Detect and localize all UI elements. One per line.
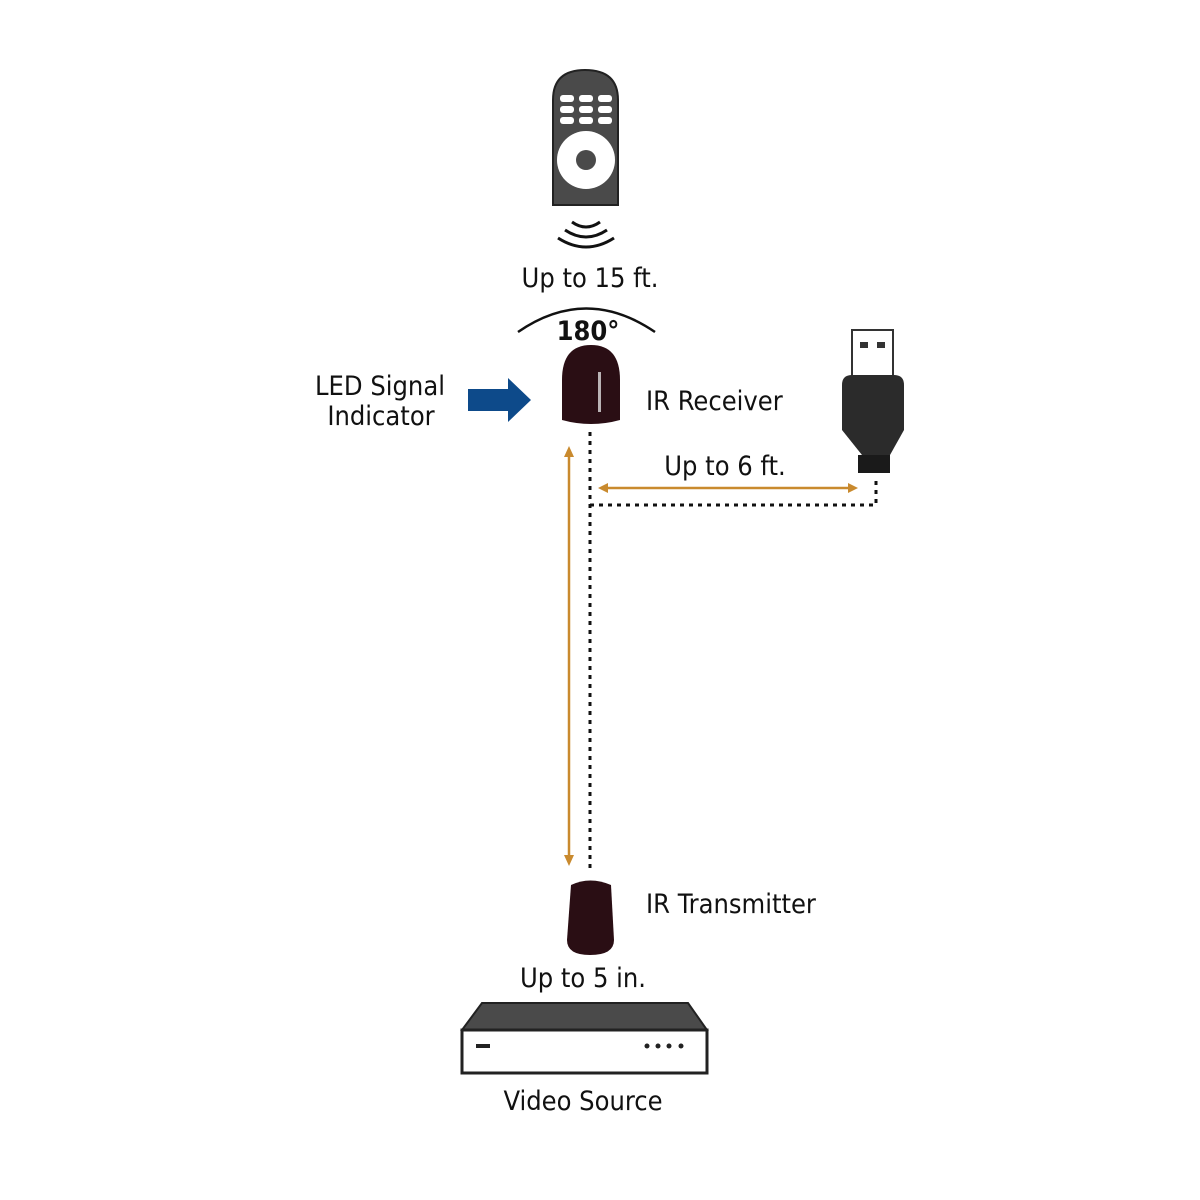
video-source-device-icon (460, 1002, 709, 1075)
ir-receiver-icon (562, 345, 620, 424)
transmitter-range-label: Up to 5 in. (520, 963, 646, 994)
usb-distance-arrow (598, 483, 858, 493)
usb-range-label: Up to 6 ft. (664, 451, 785, 482)
remote-control-icon (552, 68, 619, 206)
usb-plug-icon (842, 329, 904, 473)
ir-transmitter-icon (567, 880, 614, 955)
remote-range-label: Up to 15 ft. (522, 263, 659, 294)
led-indicator-arrow-icon (468, 378, 531, 422)
led-label-line1: LED Signal (315, 371, 445, 402)
angle-label: 180° (557, 316, 620, 347)
transmitter-label: IR Transmitter (646, 889, 816, 920)
signal-waves-icon (557, 220, 615, 249)
cable-path (588, 432, 878, 872)
receiver-label: IR Receiver (646, 386, 783, 417)
reception-angle-arc (517, 307, 656, 334)
transmitter-distance-arrow (564, 446, 574, 866)
led-label-line2: Indicator (327, 401, 434, 432)
video-source-label: Video Source (503, 1086, 662, 1117)
